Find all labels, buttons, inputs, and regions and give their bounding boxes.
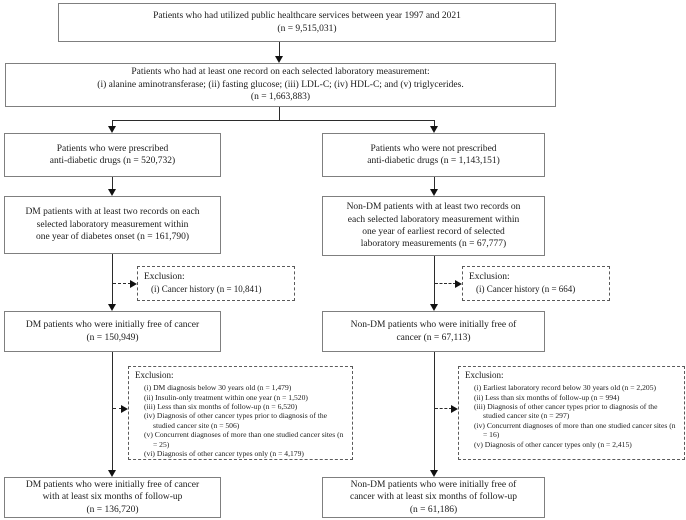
box-line: anti-diabetic drugs (n = 520,732) bbox=[49, 156, 176, 166]
exclusion-box-dm-second: Exclusion: (i) DM diagnosis below 30 yea… bbox=[128, 366, 353, 460]
connector-dm-cancerfree bbox=[112, 254, 113, 305]
box-line: Non-DM patients who were initially free … bbox=[350, 320, 517, 331]
flow-box-nondm-cancer-free: Non-DM patients who were initially free … bbox=[322, 311, 545, 352]
dashed-connector-nondm-exclusion1 bbox=[435, 283, 456, 284]
exclusion-box-dm-first: Exclusion: (i) Cancer history (n = 10,84… bbox=[137, 266, 295, 301]
box-line: (n = 9,515,031) bbox=[277, 23, 337, 34]
flow-box-dm-two-records: DM patients with at least two records on… bbox=[4, 196, 221, 254]
exclusion-title: Exclusion: bbox=[135, 370, 174, 380]
box-line: one year of diabetes onset (n = 161,790) bbox=[35, 232, 190, 243]
box-line: Non-DM patients with at least two record… bbox=[346, 202, 521, 213]
exclusion-item: (ii) Less than six months of follow-up (… bbox=[474, 392, 620, 402]
flow-box-nondm-prescribed: Patients who were not prescribed anti-di… bbox=[322, 133, 545, 177]
box-line: (n = 61,186) bbox=[409, 504, 458, 515]
exclusion-item: (ii) Insulin-only treatment within one y… bbox=[144, 392, 308, 402]
box-line: one year of earliest record of selected bbox=[362, 227, 505, 237]
box-line: with at least six months of follow-up bbox=[42, 492, 183, 503]
connector-split-right bbox=[434, 120, 435, 128]
exclusion-item: (iii) Diagnosis of other cancer types pr… bbox=[474, 401, 658, 421]
arrow-down-icon bbox=[275, 56, 283, 63]
box-line: (i) alanine aminotransferase; (ii) fasti… bbox=[97, 79, 464, 90]
flow-box-population: Patients who had utilized public healthc… bbox=[58, 3, 556, 42]
box-line: Patients who were prescribed bbox=[56, 143, 169, 154]
dashed-connector-dm-exclusion2 bbox=[113, 408, 122, 409]
box-line: Patients who had at least one record on … bbox=[131, 67, 430, 78]
arrow-down-icon bbox=[108, 470, 116, 477]
box-line: Patients who had utilized public healthc… bbox=[153, 11, 461, 22]
exclusion-item: (iv) Diagnosis of other cancer types pri… bbox=[144, 411, 328, 430]
exclusion-box-nondm-second: Exclusion: (i) Earliest laboratory recor… bbox=[458, 366, 685, 460]
flow-box-lab-records: Patients who had at least one record on … bbox=[5, 63, 556, 107]
box-line: (n = 150,949) bbox=[86, 332, 139, 343]
exclusion-item: (v) Concurrent diagnoses of more than on… bbox=[144, 430, 344, 449]
arrow-right-icon bbox=[451, 405, 458, 413]
arrow-down-icon bbox=[108, 189, 116, 196]
connector-lab-split bbox=[279, 107, 280, 121]
box-line: (n = 136,720) bbox=[86, 504, 139, 515]
dashed-connector-dm-exclusion1 bbox=[113, 283, 131, 284]
connector-dm-followup bbox=[112, 352, 113, 471]
arrow-down-icon bbox=[108, 304, 116, 311]
exclusion-item: (i) Cancer history (n = 10,841) bbox=[151, 283, 262, 294]
box-line: Patients who were not prescribed bbox=[370, 143, 497, 154]
flow-box-dm-prescribed: Patients who were prescribed anti-diabet… bbox=[4, 133, 221, 177]
exclusion-title: Exclusion: bbox=[469, 272, 510, 283]
dashed-connector-nondm-exclusion2 bbox=[435, 408, 452, 409]
exclusion-item: (iii) Less than six months of follow-up … bbox=[144, 401, 298, 411]
flow-box-nondm-followup: Non-DM patients who were initially free … bbox=[322, 477, 545, 518]
exclusion-item: (v) Diagnosis of other cancer types only… bbox=[474, 439, 632, 449]
box-line: DM patients who were initially free of c… bbox=[25, 479, 200, 490]
arrow-right-icon bbox=[121, 405, 128, 413]
arrow-down-icon bbox=[430, 470, 438, 477]
connector-nondm-cancerfree bbox=[434, 256, 435, 305]
box-line: laboratory measurements (n = 67,777) bbox=[360, 239, 507, 250]
exclusion-item: (iv) Concurrent diagnoses of more than o… bbox=[474, 420, 676, 440]
box-line: Non-DM patients who were initially free … bbox=[350, 479, 517, 490]
connector-population-lab bbox=[279, 42, 280, 57]
box-line: anti-diabetic drugs (n = 1,143,151) bbox=[367, 156, 500, 166]
exclusion-box-nondm-first: Exclusion: (i) Cancer history (n = 664) bbox=[462, 266, 610, 301]
connector-nondm-followup bbox=[434, 352, 435, 471]
box-line: DM patients with at least two records on… bbox=[25, 207, 200, 218]
exclusion-item: (i) Earliest laboratory record below 30 … bbox=[474, 383, 657, 393]
arrow-down-icon bbox=[430, 304, 438, 311]
box-line: selected laboratory measurement within bbox=[36, 219, 189, 230]
exclusion-item: (i) Cancer history (n = 664) bbox=[476, 283, 576, 294]
connector-nondm-records bbox=[434, 177, 435, 190]
flow-box-nondm-two-records: Non-DM patients with at least two record… bbox=[322, 196, 545, 256]
flow-box-dm-followup: DM patients who were initially free of c… bbox=[4, 477, 221, 518]
arrow-down-icon bbox=[430, 126, 438, 133]
box-line: cancer (n = 67,113) bbox=[396, 332, 471, 343]
exclusion-item: (vi) Diagnosis of other cancer types onl… bbox=[144, 449, 304, 458]
box-line: DM patients who were initially free of c… bbox=[25, 320, 200, 331]
arrow-down-icon bbox=[108, 126, 116, 133]
arrow-right-icon bbox=[455, 280, 462, 288]
box-line: cancer with at least six months of follo… bbox=[349, 492, 517, 503]
connector-split-horizontal bbox=[112, 120, 435, 121]
flow-box-dm-cancer-free: DM patients who were initially free of c… bbox=[4, 311, 221, 352]
connector-dm-records bbox=[112, 177, 113, 190]
arrow-down-icon bbox=[430, 189, 438, 196]
box-line: (n = 1,663,883) bbox=[250, 92, 311, 103]
exclusion-item: (i) DM diagnosis below 30 years old (n =… bbox=[144, 383, 292, 393]
box-line: each selected laboratory measurement wit… bbox=[347, 214, 520, 225]
arrow-right-icon bbox=[130, 280, 137, 288]
exclusion-title: Exclusion: bbox=[465, 370, 504, 380]
connector-split-left bbox=[112, 120, 113, 128]
exclusion-title: Exclusion: bbox=[144, 272, 185, 283]
